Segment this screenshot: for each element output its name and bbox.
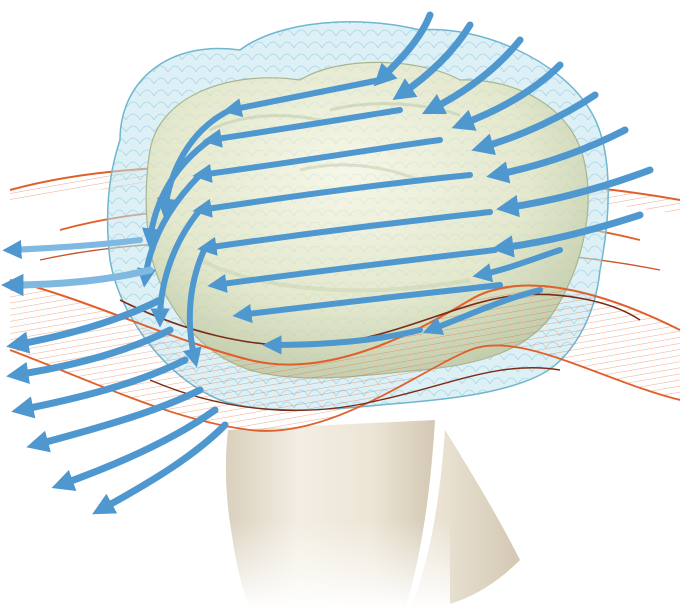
tooth-root bbox=[220, 420, 520, 610]
